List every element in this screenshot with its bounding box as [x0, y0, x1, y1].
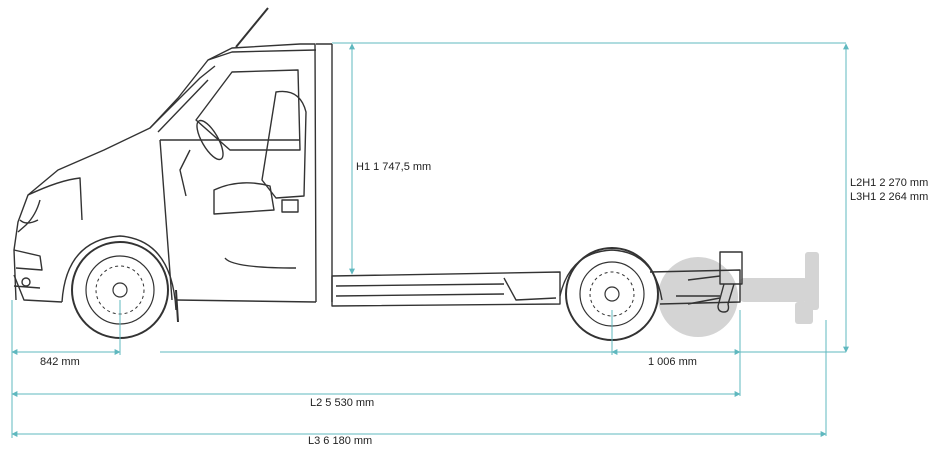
total-height-l2-label: L2H1 2 270 mm	[850, 177, 929, 189]
length-l3-label: L3 6 180 mm	[308, 435, 373, 447]
towbar-shadow	[658, 252, 819, 337]
length-l2-label: L2 5 530 mm	[310, 397, 375, 409]
front-overhang-label: 842 mm	[40, 356, 80, 368]
height-h1-label: H1 1 747,5 mm	[356, 161, 432, 173]
dimension-lines	[11, 42, 849, 438]
total-height-l3-label: L3H1 2 264 mm	[850, 191, 929, 203]
vehicle-outline	[13, 7, 743, 323]
rear-overhang-label: 1 006 mm	[648, 356, 697, 368]
